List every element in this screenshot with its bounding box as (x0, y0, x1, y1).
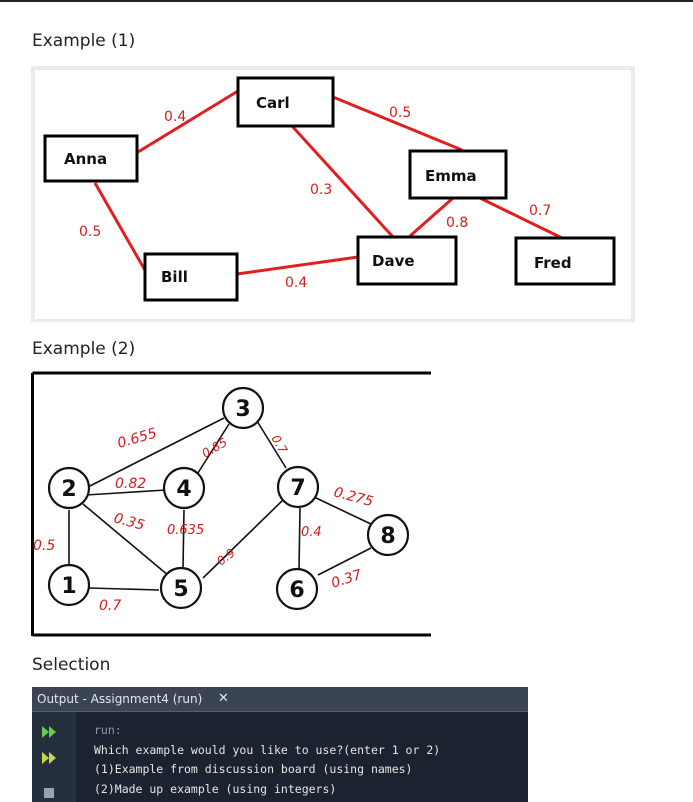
weight2-1-2: 0.5 (33, 538, 55, 554)
example1-heading: Example (1) (32, 31, 136, 51)
node2-8-label: 8 (380, 524, 395, 549)
edge-bill-dave (236, 255, 359, 276)
weight-anna-bill: 0.5 (79, 224, 101, 240)
node2-3-label: 3 (235, 397, 250, 422)
node2-1-label: 1 (61, 574, 76, 599)
node2-7 (276, 465, 320, 509)
example1-graph: Anna Carl Emma Bill Dave Fred 0.4 0.5 0.… (43, 76, 616, 302)
output-line-option2: (2)Made up example (using integers) (94, 781, 337, 796)
node-anna-label: Anna (64, 150, 107, 168)
node-carl-label: Carl (256, 94, 290, 112)
edge-emma-dave (409, 196, 454, 238)
edge2-4-5 (182, 509, 185, 569)
edge-anna-bill (93, 182, 148, 273)
top-divider (0, 0, 693, 2)
output-line-prompt: Which example would you like to use?(ent… (94, 742, 441, 757)
output-line-run: run: (94, 723, 122, 737)
node2-1 (47, 563, 91, 607)
edge-carl-emma (332, 95, 463, 152)
edge2-1-5 (88, 587, 160, 591)
edge2-6-8 (317, 547, 372, 576)
output-tab-bar: Output - Assignment4 (run) ✕ (32, 687, 528, 712)
output-gutter (32, 712, 76, 802)
output-tab-title[interactable]: Output - Assignment4 (run) (37, 692, 203, 706)
node2-6 (275, 567, 319, 611)
weight-anna-carl: 0.4 (164, 109, 186, 125)
node2-5 (159, 566, 203, 610)
weight-carl-dave: 0.3 (310, 182, 332, 198)
edge2-3-4 (195, 423, 230, 477)
node2-7-label: 7 (290, 476, 305, 501)
weight-emma-fred: 0.7 (529, 203, 551, 219)
weight2-4-5: 0.635 (167, 523, 204, 538)
edge-emma-fred (479, 196, 563, 240)
node-dave-label: Dave (372, 252, 415, 270)
rerun-icon[interactable] (40, 724, 58, 740)
output-console[interactable]: run: Which example would you like to use… (94, 721, 440, 799)
edge2-3-7 (256, 420, 287, 469)
weight2-2-4: 0.82 (115, 476, 146, 492)
node-fred (514, 236, 616, 286)
weight2-6-7: 0.4 (301, 525, 322, 540)
selection-heading: Selection (32, 655, 111, 675)
edge2-2-4 (85, 489, 167, 496)
example2-heading: Example (2) (32, 339, 136, 359)
node-carl (236, 76, 335, 128)
edge2-2-5 (82, 503, 170, 577)
node-bill (143, 252, 239, 302)
node2-6-label: 6 (289, 578, 304, 603)
node2-3 (221, 386, 265, 430)
edge-carl-dave (290, 124, 395, 239)
weight2-2-5: 0.35 (112, 510, 146, 534)
weight-bill-dave: 0.4 (285, 275, 307, 291)
node2-4 (162, 466, 206, 510)
weight2-1-5: 0.7 (99, 598, 121, 614)
node2-2-label: 2 (61, 477, 76, 502)
node-bill-label: Bill (161, 268, 188, 286)
stop-icon[interactable] (40, 784, 58, 800)
close-icon[interactable]: ✕ (218, 691, 229, 706)
example2-graph: 2 3 4 7 8 1 5 6 0.655 0.82 0.85 0.7 0.35… (31, 371, 431, 637)
weight-carl-emma: 0.5 (389, 105, 411, 121)
edge2-5-7 (202, 497, 286, 579)
output-line-option1: (1)Example from discussion board (using … (94, 762, 413, 776)
node-anna (43, 134, 139, 183)
node-fred-label: Fred (534, 254, 572, 272)
node2-5-label: 5 (173, 577, 188, 602)
node2-8 (366, 513, 410, 557)
edge2-7-8 (313, 496, 374, 526)
rerun-with-options-icon[interactable] (40, 750, 58, 766)
node-emma-label: Emma (425, 167, 477, 185)
output-panel: Output - Assignment4 (run) ✕ run: Which … (32, 687, 528, 802)
node2-4-label: 4 (176, 477, 191, 502)
node-emma (408, 149, 508, 200)
edge-anna-carl (137, 89, 239, 154)
edge2-6-7 (298, 507, 301, 571)
edge2-2-3 (83, 417, 225, 490)
node-dave (356, 235, 458, 286)
node2-2 (47, 466, 91, 510)
weight-emma-dave: 0.8 (446, 215, 468, 231)
